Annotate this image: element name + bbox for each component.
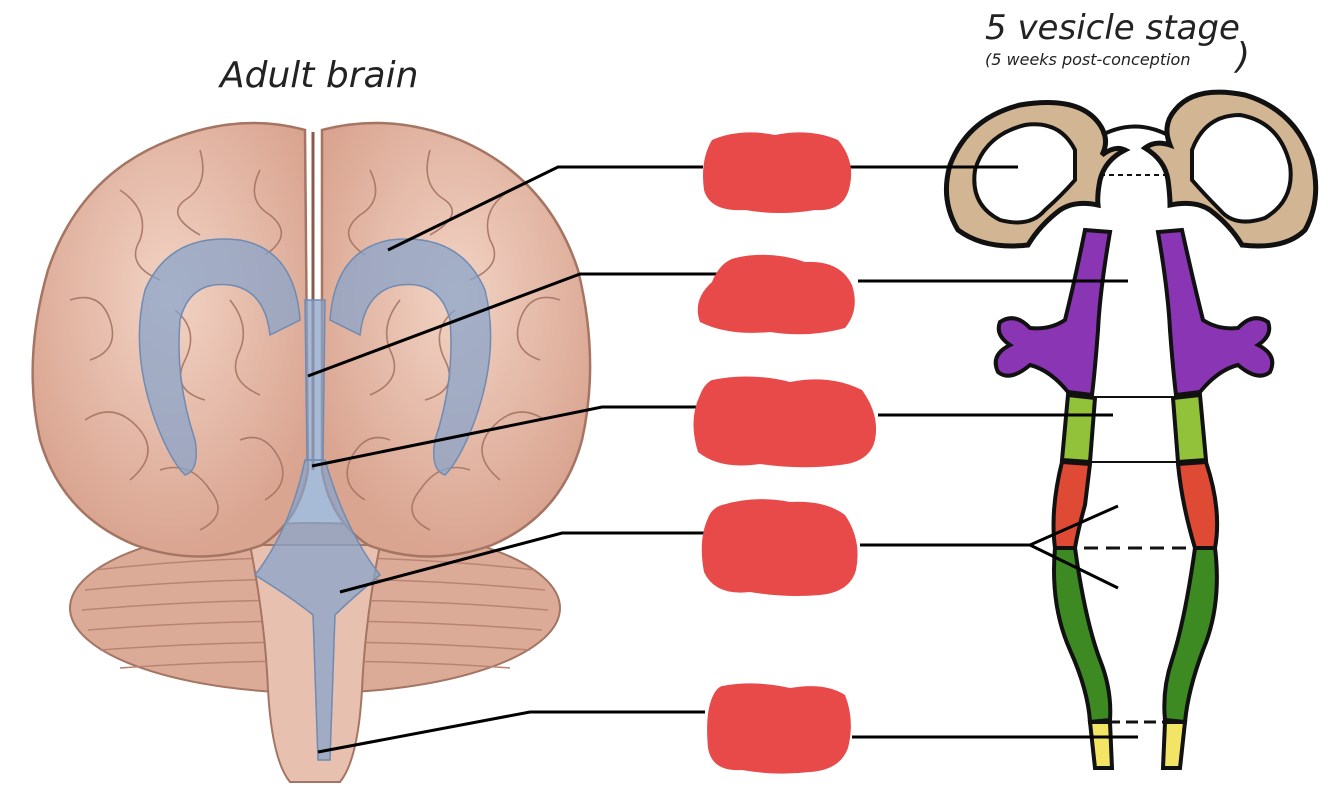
telencephalon-right-inner [1190,112,1293,224]
adult-brain-title: Adult brain [220,55,419,96]
vesicle-stage-title: 5 vesicle stage [985,8,1240,48]
vesicle-stage-subtitle: (5 weeks post-conception [985,50,1191,69]
redacted-labels [693,132,877,774]
embryo-brain [943,89,1319,770]
spinal-cord-right [1160,720,1188,770]
redacted-label-2 [697,254,855,335]
mesencephalon-left [1059,392,1098,465]
myelencephalon-left [1052,546,1113,725]
adult-brain [31,121,592,783]
telencephalon-left-inner [972,122,1077,225]
mesencephalon-right [1170,392,1209,465]
left-lateral-ventricle [138,238,301,476]
lamina-terminalis [1101,124,1169,137]
leader-line-4-right-branch [1029,543,1119,590]
leader-line-4-left [339,531,710,594]
ventricular-system [138,238,492,761]
redacted-label-1 [703,132,852,213]
spinal-cord-left [1087,720,1115,770]
leader-line-3-left [311,405,700,468]
gyri [69,149,561,531]
leader-line-2-left [307,272,722,378]
right-lateral-ventricle [329,238,492,476]
third-ventricle [304,299,326,461]
metencephalon-left [1051,459,1093,550]
redacted-label-5 [707,683,851,774]
diencephalon-right [1155,227,1275,398]
leader-line-1-left [387,165,703,252]
fourth-ventricle [253,459,382,761]
diencephalon-left [993,227,1113,398]
redacted-label-4 [701,499,858,596]
vesicle-stage-close-paren: ) [1236,36,1251,77]
metencephalon-right [1175,459,1220,550]
redacted-label-3 [693,376,877,468]
myelencephalon-right [1162,546,1219,725]
leader-lines [307,165,1138,754]
leader-line-5-left [317,710,705,754]
